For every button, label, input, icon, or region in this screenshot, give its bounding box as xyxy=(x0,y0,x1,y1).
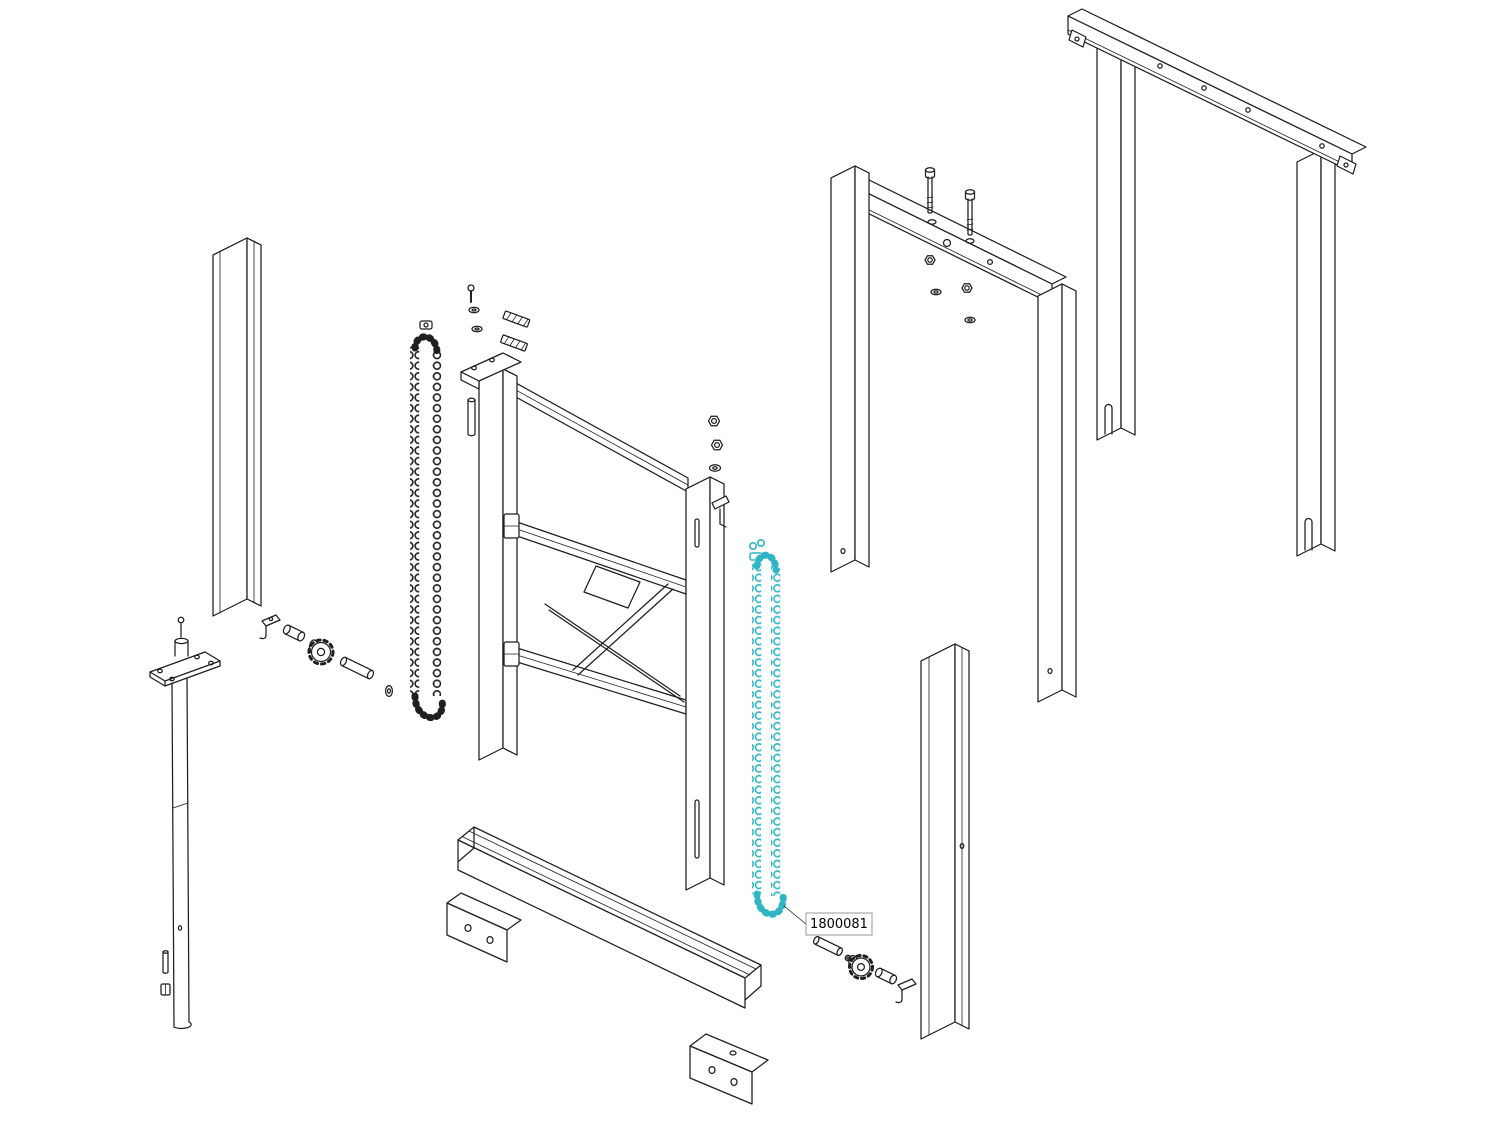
outer-frame xyxy=(1067,8,1367,557)
washer xyxy=(468,306,480,314)
hex-nut xyxy=(710,439,724,451)
key-plate xyxy=(502,310,531,328)
retaining-clip xyxy=(895,978,917,1004)
mount-plate xyxy=(149,651,221,687)
beam-end-tab xyxy=(1068,29,1087,48)
primary-chain xyxy=(410,320,446,721)
hex-bolt xyxy=(924,167,936,214)
set-screw xyxy=(177,616,185,638)
bushing xyxy=(282,624,306,642)
top-fastener-set xyxy=(467,284,531,352)
highlighted-chain xyxy=(748,538,787,918)
washer xyxy=(708,464,722,472)
chain-sprocket xyxy=(848,954,874,980)
mast-gusset-plate xyxy=(583,565,641,609)
mast-top-crossbar xyxy=(504,376,689,493)
bushing xyxy=(874,967,898,985)
callout-leader-line xyxy=(783,905,807,925)
inner-mast-frame xyxy=(460,352,730,891)
outer-frame-right-leg xyxy=(1296,149,1336,557)
mid-frame-right-post xyxy=(1037,283,1077,703)
slide-clamp xyxy=(503,641,520,667)
mid-frame-left-post xyxy=(830,165,870,573)
washer xyxy=(930,288,942,296)
mast-left-column xyxy=(478,368,518,761)
chain-anchor-latch xyxy=(711,495,730,528)
lift-screw-assembly xyxy=(149,616,221,1030)
lock-clip xyxy=(160,983,171,996)
lock-pin xyxy=(162,950,169,974)
part-number-label: 1800081 xyxy=(810,917,868,932)
axle-pin xyxy=(812,935,844,957)
chain-drive-hardware-left xyxy=(259,614,394,698)
left-channel-cover xyxy=(212,237,262,617)
callout-box xyxy=(805,912,873,936)
key-plate xyxy=(500,334,528,352)
mid-frame-top-beam xyxy=(844,174,1067,305)
chain-connector-link xyxy=(419,320,433,330)
mast-diagonal-brace xyxy=(572,583,674,676)
washer xyxy=(964,316,976,324)
washer xyxy=(471,325,483,333)
hex-nut xyxy=(924,255,936,265)
base-channel xyxy=(457,826,762,1009)
hex-nut xyxy=(707,415,721,427)
chain-sprocket xyxy=(307,638,335,666)
hex-bolt xyxy=(964,189,976,236)
bearing-hub xyxy=(174,637,189,657)
mid-frame xyxy=(830,165,1077,703)
mast-diagonal-brace xyxy=(544,603,685,703)
screw xyxy=(467,284,475,303)
axle-pin xyxy=(339,656,375,680)
corner-bracket-upper xyxy=(446,892,522,963)
outer-frame-top-beam xyxy=(1067,8,1367,175)
roll-pin xyxy=(467,397,476,437)
retaining-clip xyxy=(259,614,281,640)
mast-nut-stack xyxy=(707,415,724,472)
washer xyxy=(384,684,394,698)
mast-right-column xyxy=(685,476,725,891)
hex-nut xyxy=(961,283,973,293)
slide-clamp xyxy=(503,513,520,539)
mast-top-bracket xyxy=(460,352,522,390)
frame-fastener-set xyxy=(924,167,976,324)
mast-mid-crossbar-lower xyxy=(516,647,687,715)
beam-end-tab xyxy=(1336,155,1357,175)
outer-frame-left-leg xyxy=(1096,33,1136,441)
screw-tube xyxy=(171,677,192,1030)
right-channel-cover xyxy=(920,643,970,1040)
part-callout: 1800081 xyxy=(783,905,873,936)
corner-bracket-lower xyxy=(689,1033,769,1105)
chain-drive-hardware-right xyxy=(812,935,917,1004)
